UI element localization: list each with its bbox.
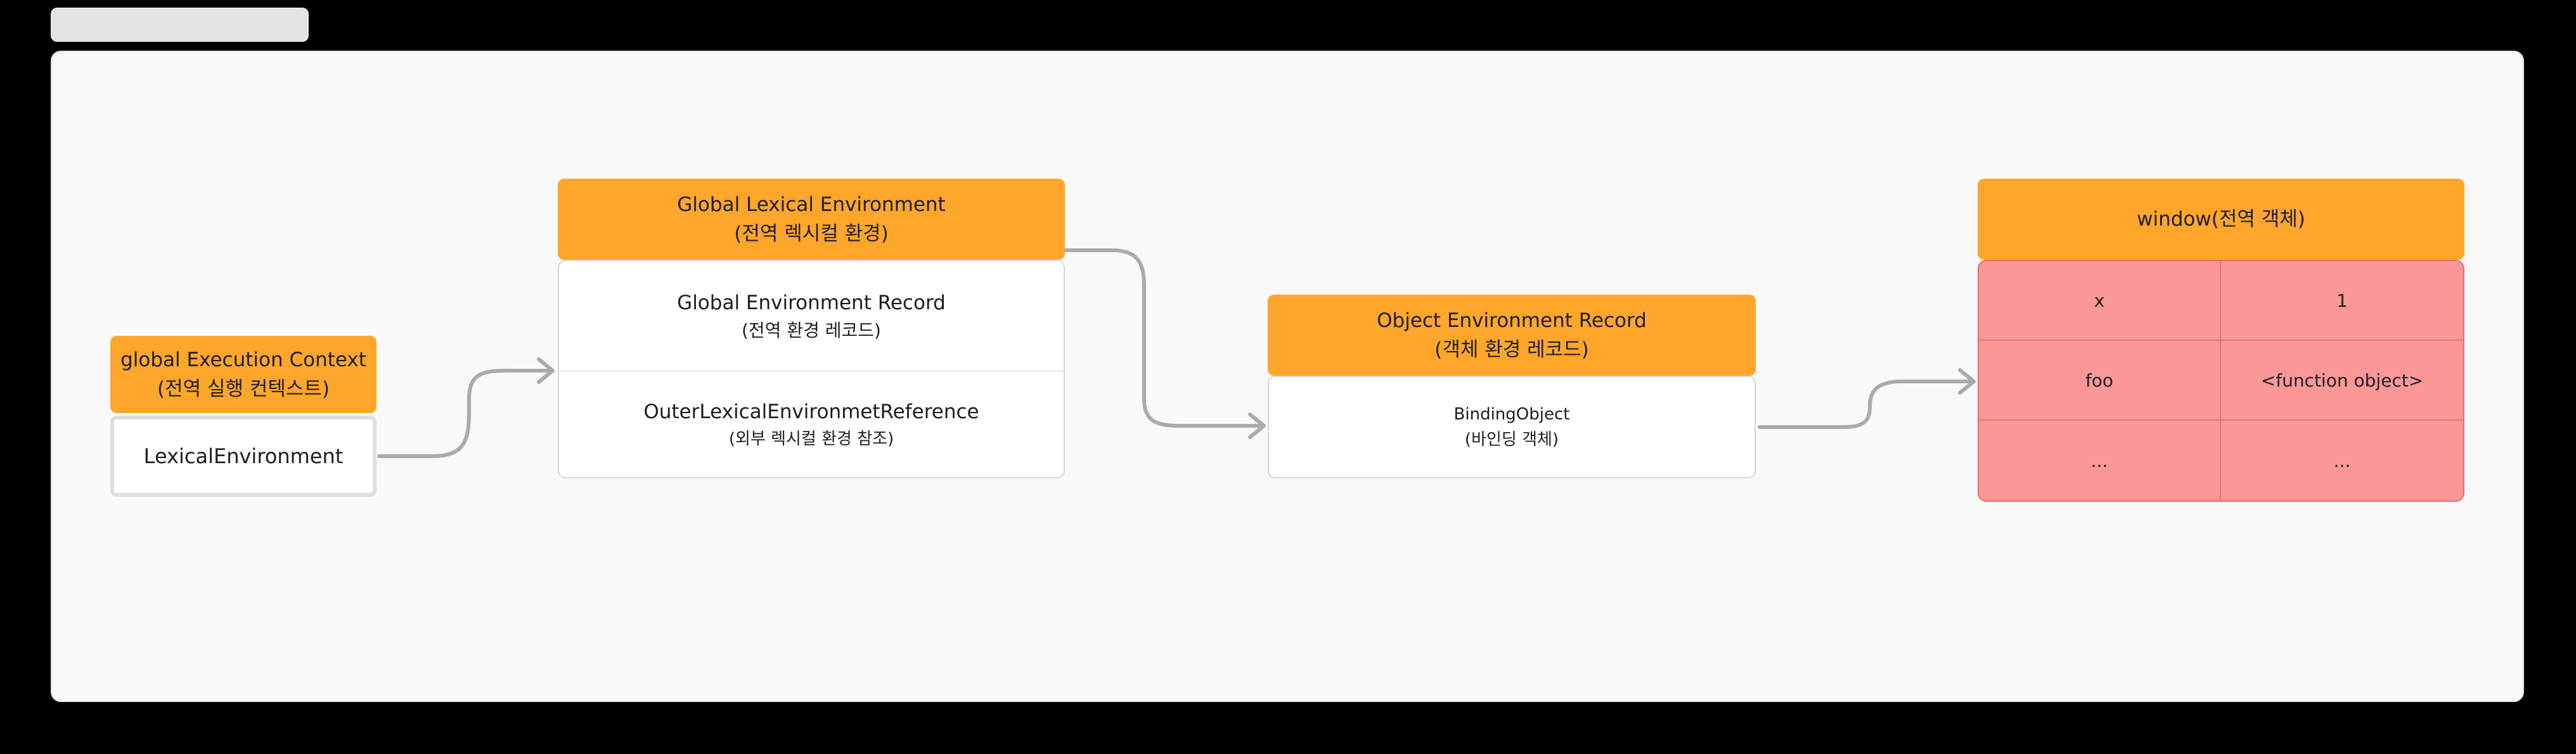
execution-context-header: global Execution Context (전역 실행 컨텍스트) [110,336,377,413]
binding-object-subtitle: (바인딩 객체) [1464,430,1559,449]
binding-object-title: BindingObject [1453,405,1570,424]
lexical-environment-slot: LexicalEnvironment [110,416,377,497]
window-value-cell: <function object> [2221,341,2463,421]
object-env-record-subtitle: (객체 환경 레코드) [1434,338,1589,361]
connector-context-to-lexical [377,369,552,458]
connector-binding-to-window [1758,380,1973,429]
global-environment-record: Global Environment Record (전역 환경 레코드) [558,260,1065,371]
window-title: window(전역 객체) [2137,208,2305,231]
window-key-cell: ... [1979,421,2221,501]
global-environment-record-subtitle: (전역 환경 레코드) [742,319,881,341]
execution-context-title: global Execution Context [120,348,366,371]
window-value-cell: ... [2333,450,2351,471]
arrowhead-object [1248,412,1266,439]
global-environment-record-title: Global Environment Record [677,291,946,314]
object-env-record-header: Object Environment Record (객체 환경 레코드) [1268,295,1756,376]
object-env-record-title: Object Environment Record [1377,309,1647,332]
window-properties-table: x 1 foo <function object> ... ... [1978,260,2464,502]
window-key-cell: x [1979,261,2221,341]
arrowhead-window [1958,368,1976,395]
outer-lexical-env-reference: OuterLexicalEnvironmetReference (외부 렉시컬 … [558,371,1065,478]
connector-record-to-object [1020,248,1263,428]
execution-context-subtitle: (전역 실행 컨텍스트) [157,378,330,400]
global-lexical-env-header: Global Lexical Environment (전역 렉시컬 환경) [558,179,1065,260]
window-key-cell: foo [1979,341,2221,421]
window-value-cell: 1 [2221,261,2463,341]
global-lexical-env-subtitle: (전역 렉시컬 환경) [734,222,889,245]
outer-reference-title: OuterLexicalEnvironmetReference [643,400,979,423]
lexical-environment-label: LexicalEnvironment [143,444,344,468]
binding-object: BindingObject (바인딩 객체) [1268,376,1756,478]
outer-reference-subtitle: (외부 렉시컬 환경 참조) [728,429,894,449]
window-header: window(전역 객체) [1978,179,2464,260]
title-tab [51,8,309,42]
arrowhead-lexical [537,357,555,384]
global-lexical-env-title: Global Lexical Environment [677,193,946,216]
